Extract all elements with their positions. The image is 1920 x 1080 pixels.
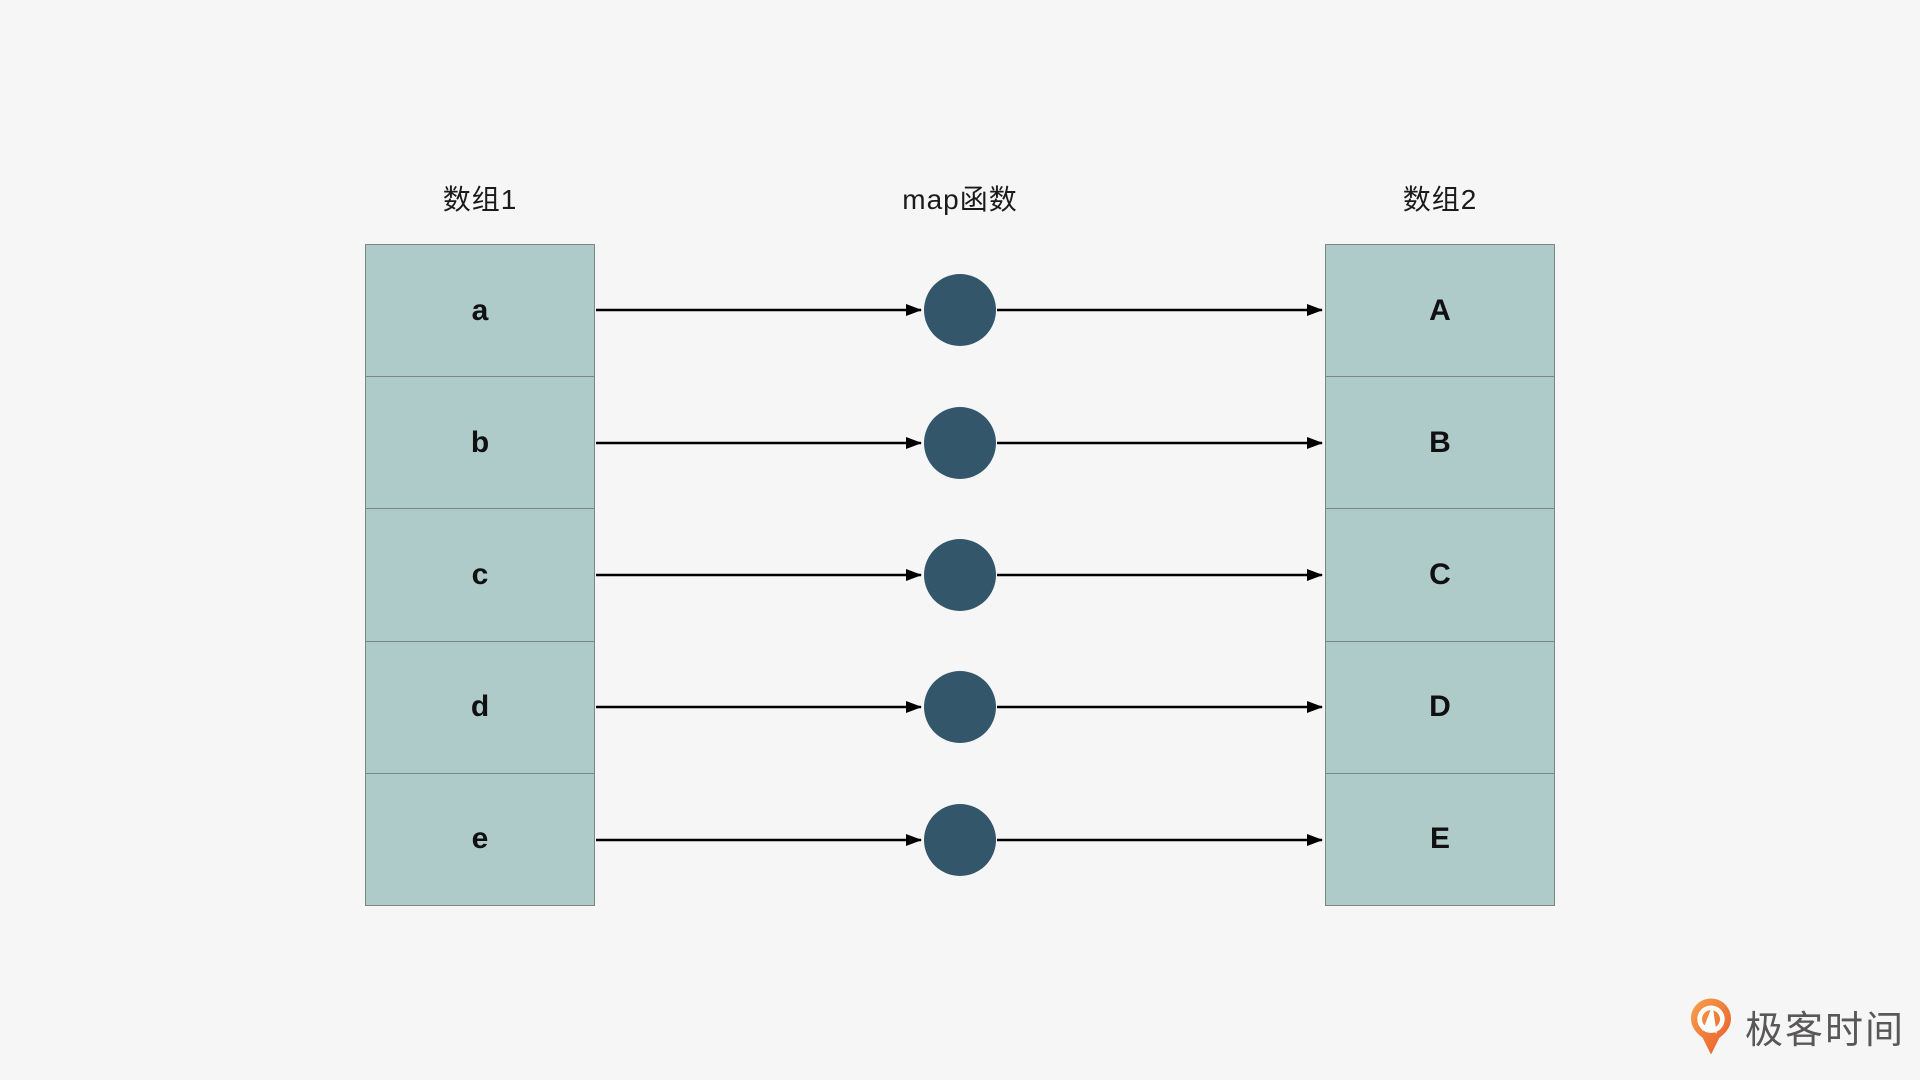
map-node-3-circle-icon bbox=[924, 539, 996, 611]
geektime-logo: 极客时间 bbox=[1687, 997, 1905, 1056]
array1-cell-b: b bbox=[365, 377, 595, 510]
map-node-2-circle-icon bbox=[924, 407, 996, 479]
map-node-4-circle-icon bbox=[924, 671, 996, 743]
map-node-1-circle-icon bbox=[924, 274, 996, 346]
array1-column: a b c d e bbox=[365, 244, 595, 907]
array2-cell-A: A bbox=[1325, 244, 1555, 378]
array1-cell-e: e bbox=[365, 773, 595, 907]
array2-cell-D: D bbox=[1325, 641, 1555, 774]
array2-cell-E: E bbox=[1325, 773, 1555, 907]
array1-title: 数组1 bbox=[442, 184, 518, 215]
array2-cell-B: B bbox=[1325, 377, 1555, 510]
array2-title: 数组2 bbox=[1402, 184, 1478, 215]
array2-cell-C: C bbox=[1325, 509, 1555, 642]
geektime-logo-icon bbox=[1690, 998, 1731, 1055]
array1-cell-c: c bbox=[365, 509, 595, 642]
array1-cell-d: d bbox=[365, 641, 595, 774]
map-function-title: map函数 bbox=[902, 184, 1018, 215]
geektime-logo-text: 极客时间 bbox=[1744, 1010, 1905, 1052]
map-node-5-circle-icon bbox=[924, 804, 996, 876]
array2-column: A B C D E bbox=[1325, 244, 1555, 907]
array1-cell-a: a bbox=[365, 244, 595, 378]
